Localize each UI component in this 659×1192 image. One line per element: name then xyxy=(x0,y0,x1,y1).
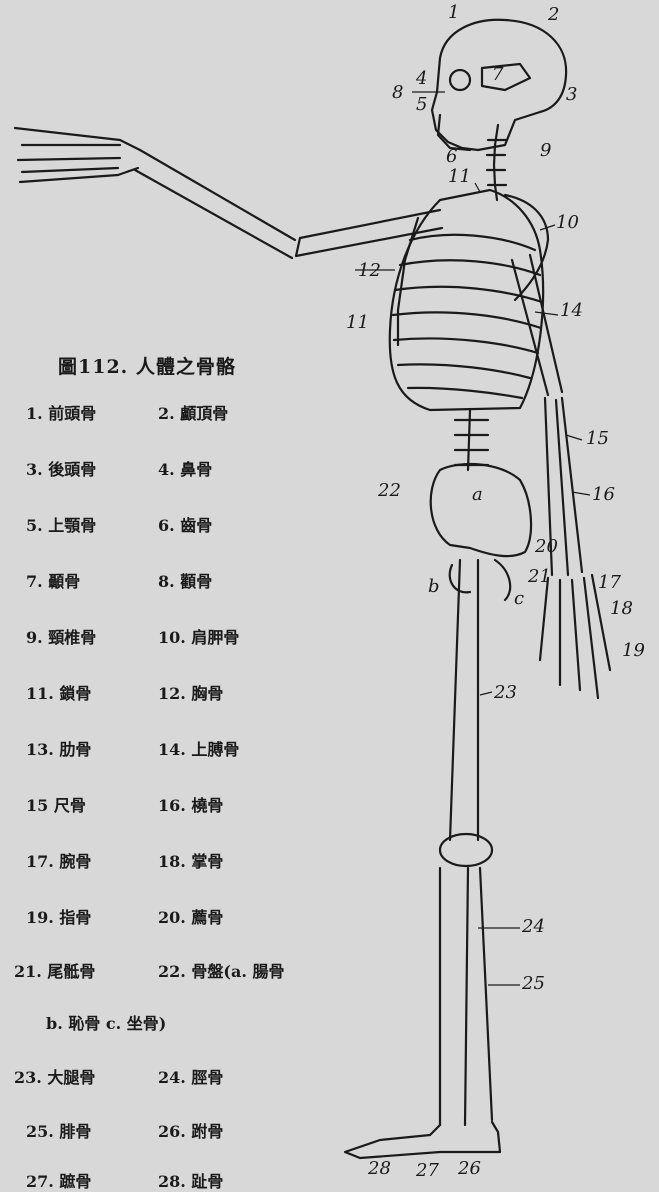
foot xyxy=(345,1122,500,1158)
legend-item: 2. 顱頂骨 xyxy=(158,400,228,424)
legend-item: 8. 顴骨 xyxy=(158,568,212,592)
legend-item: 10. 肩胛骨 xyxy=(158,624,239,648)
label-3: 3 xyxy=(566,86,577,104)
label-9: 9 xyxy=(540,142,551,160)
label-24: 24 xyxy=(522,918,545,936)
label-27: 27 xyxy=(416,1162,439,1180)
pelvis xyxy=(431,464,531,556)
label-18: 18 xyxy=(610,600,633,618)
label-11: 11 xyxy=(448,168,471,186)
orbit xyxy=(450,70,470,90)
tibia-fibula xyxy=(440,868,492,1125)
legend-item: 15 尺骨 xyxy=(26,792,86,816)
label-16: 16 xyxy=(592,486,615,504)
label-28: 28 xyxy=(368,1160,391,1178)
humerus-hanging xyxy=(512,255,562,395)
label-22: 22 xyxy=(378,482,401,500)
rib-cage xyxy=(390,190,543,410)
label-12: 12 xyxy=(358,262,381,280)
label-17: 17 xyxy=(598,574,621,592)
femur xyxy=(450,560,478,840)
humerus-raised xyxy=(296,210,442,256)
label-c: c xyxy=(514,590,524,608)
temporal-bone xyxy=(482,64,530,90)
legend-item: 17. 腕骨 xyxy=(26,848,91,872)
legend-item: 22. 骨盤(a. 腸骨 xyxy=(158,958,285,982)
legend-item: 6. 齒骨 xyxy=(158,512,212,536)
legend-item: 5. 上顎骨 xyxy=(26,512,96,536)
label-b: b xyxy=(428,578,440,596)
legend-item: 12. 胸骨 xyxy=(158,680,223,704)
label-26: 26 xyxy=(458,1160,481,1178)
label-10: 10 xyxy=(556,214,579,232)
label-5: 5 xyxy=(416,96,427,114)
legend-item: 9. 頸椎骨 xyxy=(26,624,96,648)
label-1: 1 xyxy=(448,4,459,22)
legend-item: 26. 跗骨 xyxy=(158,1118,223,1142)
label-4: 4 xyxy=(416,70,427,88)
ribs xyxy=(393,235,542,398)
legend-item: 21. 尾骶骨 xyxy=(14,958,95,982)
hand-raised xyxy=(15,128,140,182)
label-19: 19 xyxy=(622,642,645,660)
label-21: 21 xyxy=(528,568,551,586)
legend-item: 3. 後頭骨 xyxy=(26,456,96,480)
legend-item: 7. 顳骨 xyxy=(26,568,80,592)
legend-item: 4. 鼻骨 xyxy=(158,456,212,480)
hand-hanging xyxy=(540,575,610,698)
legend-item: b. 恥骨 c. 坐骨) xyxy=(46,1010,166,1034)
legend-item: 20. 薦骨 xyxy=(158,904,223,928)
sternum xyxy=(398,218,418,345)
label-25: 25 xyxy=(522,975,545,993)
legend-item: 27. 蹠骨 xyxy=(26,1168,91,1192)
legend-item: 19. 指骨 xyxy=(26,904,91,928)
legend-item: 1. 前頭骨 xyxy=(26,400,96,424)
label-15: 15 xyxy=(586,430,609,448)
patella xyxy=(440,834,492,866)
legend-item: 13. 肋骨 xyxy=(26,736,91,760)
label-7: 7 xyxy=(492,66,503,84)
label-14: 14 xyxy=(560,302,583,320)
label-6: 6 xyxy=(446,148,457,166)
label-8: 8 xyxy=(392,84,403,102)
label-13: 11 xyxy=(346,314,369,332)
label-20: 20 xyxy=(535,538,558,556)
legend-item: 16. 橈骨 xyxy=(158,792,223,816)
legend-item: 14. 上膊骨 xyxy=(158,736,239,760)
cervical-spine xyxy=(494,125,498,200)
legend-item: 18. 掌骨 xyxy=(158,848,223,872)
legend-item: 28. 趾骨 xyxy=(158,1168,223,1192)
legend-item: 11. 鎖骨 xyxy=(26,680,91,704)
legend-item: 24. 脛骨 xyxy=(158,1064,223,1088)
label-23: 23 xyxy=(494,684,517,702)
figure-caption: 圖112. 人體之骨骼 xyxy=(58,352,236,379)
label-a: a xyxy=(472,486,483,504)
label-2: 2 xyxy=(548,6,559,24)
legend-item: 23. 大腿骨 xyxy=(14,1064,95,1088)
legend-item: 25. 腓骨 xyxy=(26,1118,91,1142)
forearm-raised xyxy=(135,150,295,258)
